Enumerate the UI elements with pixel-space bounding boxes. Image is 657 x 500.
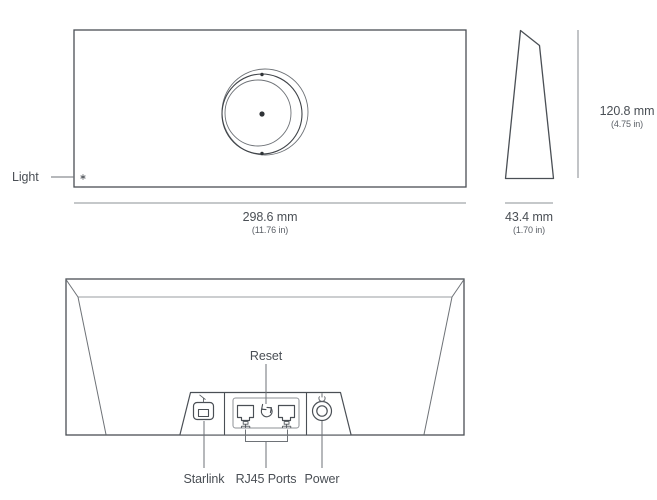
front-view-outline [73,29,467,188]
side-depth-dimension-imperial: (1.70 in) [512,225,546,235]
side-depth-dimension-metric: 43.4 mm [505,210,553,224]
starlink-callout-label: Starlink [183,472,225,486]
rj45-ports-callout-label: RJ45 Ports [235,472,297,486]
starlink-dish-port-icon [192,394,215,421]
rear-bevel-left [77,296,107,435]
front-width-dimension-imperial: (11.76 in) [251,225,289,235]
rj45-port-left-icon [236,404,255,428]
reset-callout-label: Reset [249,349,283,363]
power-barrel-jack-icon [311,393,333,422]
light-callout-label: Light [12,170,39,184]
rj45-port-right-icon [277,404,296,428]
power-symbol-icon [318,393,326,402]
rear-bevel-top-right [451,279,465,298]
concentric-circles-icon [221,68,309,156]
asterisk-light-indicator-icon [80,174,86,180]
front-view-group [51,29,467,204]
side-view-outline [504,29,555,180]
ethernet-network-icon [240,421,251,428]
power-callout-label: Power [304,472,340,486]
front-width-dimension-metric: 298.6 mm [242,210,298,224]
rear-bevel-top-left [65,279,79,298]
side-height-dimension-metric: 120.8 mm [599,104,655,118]
ethernet-network-icon [281,421,292,428]
reset-circular-arrow-icon [260,403,273,418]
rear-view-group [65,278,465,468]
side-view-group [504,29,579,204]
side-height-dimension-imperial: (4.75 in) [610,119,644,129]
rear-bevel-right [423,296,453,435]
